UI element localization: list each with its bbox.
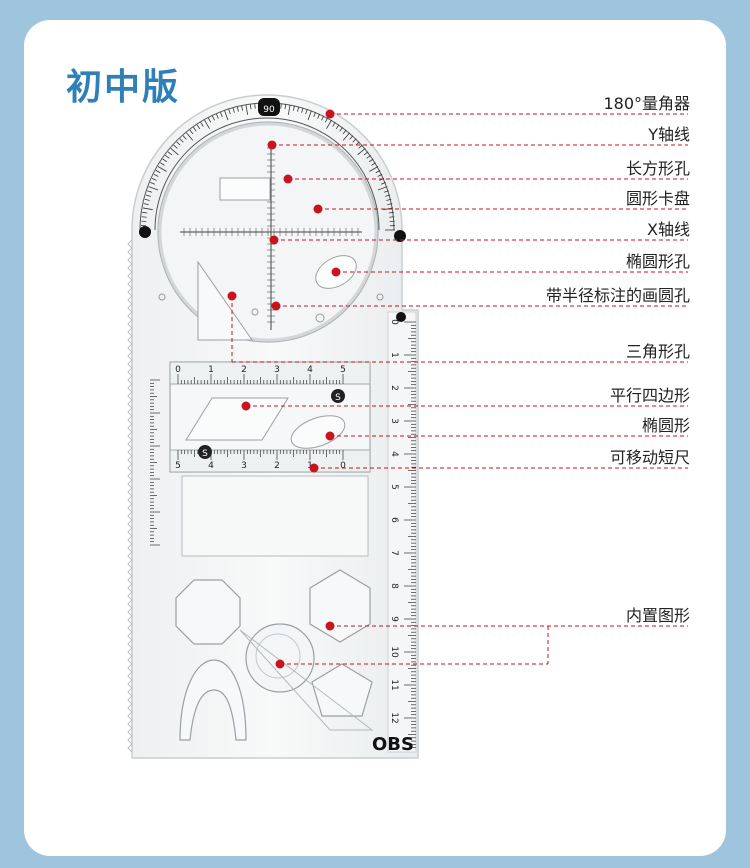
short-ruler-label: 0 bbox=[340, 461, 346, 471]
callout-label: 内置图形 bbox=[625, 606, 690, 625]
page-title: 初中版 bbox=[66, 66, 181, 108]
svg-text:S: S bbox=[335, 393, 341, 403]
ruler-label: 5 bbox=[389, 484, 399, 490]
callout-dot bbox=[275, 659, 285, 669]
short-ruler-label: 3 bbox=[241, 461, 247, 471]
callout-dot bbox=[241, 401, 251, 411]
short-ruler-label: 3 bbox=[274, 365, 280, 375]
svg-text:S: S bbox=[202, 449, 208, 459]
short-ruler-label: 4 bbox=[307, 365, 313, 375]
ruler-label: 3 bbox=[389, 418, 399, 424]
callout-dot bbox=[267, 140, 277, 150]
callout-dot bbox=[313, 204, 323, 214]
callout-dot bbox=[325, 431, 335, 441]
ruler-scale-ticks bbox=[404, 321, 416, 749]
callout-dot bbox=[331, 267, 341, 277]
callout-label: 带半径标注的画圆孔 bbox=[545, 286, 690, 305]
triangle-hole bbox=[197, 260, 253, 341]
callout-label: 圆形卡盘 bbox=[625, 189, 690, 208]
circle-shape bbox=[245, 623, 315, 693]
ruler-label: 10 bbox=[389, 646, 399, 658]
callout-leaders bbox=[227, 109, 688, 669]
svg-text:90: 90 bbox=[263, 105, 275, 115]
short-ruler-label: 5 bbox=[340, 365, 346, 375]
parallelogram-hole bbox=[185, 397, 289, 441]
callout-dot bbox=[269, 235, 279, 245]
short-ruler-label: 5 bbox=[175, 461, 181, 471]
callout-dot bbox=[325, 621, 335, 631]
octagon-shape bbox=[175, 579, 241, 645]
ruler-label: 6 bbox=[389, 517, 399, 523]
callout-dot bbox=[309, 463, 319, 473]
ruler-label: 7 bbox=[389, 550, 399, 556]
short-ruler-label: 1 bbox=[208, 365, 214, 375]
callout-label: 180°量角器 bbox=[603, 94, 690, 113]
sawtooth-edge bbox=[127, 239, 133, 753]
rectangle-hole bbox=[219, 177, 271, 201]
callout-label: 三角形孔 bbox=[625, 342, 690, 361]
callout-label: 可移动短尺 bbox=[609, 448, 690, 467]
callout-label: X轴线 bbox=[647, 220, 690, 239]
callout-label: 长方形孔 bbox=[625, 159, 690, 178]
ruler-label: 8 bbox=[389, 583, 399, 589]
callout-dot bbox=[271, 301, 281, 311]
short-ruler-label: 2 bbox=[241, 365, 247, 375]
ruler-label: 1 bbox=[389, 352, 399, 358]
callout-dot bbox=[227, 291, 237, 301]
callout-label: 椭圆形 bbox=[641, 416, 690, 435]
callout-label: 平行四边形 bbox=[609, 386, 690, 405]
ruler-label: 2 bbox=[389, 385, 399, 391]
callout-dot bbox=[283, 174, 293, 184]
callout-label: Y轴线 bbox=[648, 125, 690, 144]
brand-logo: OBS bbox=[372, 734, 414, 755]
ruler-label: 4 bbox=[389, 451, 399, 457]
pentagon-shape bbox=[311, 663, 373, 717]
callout-label: 椭圆形孔 bbox=[625, 252, 690, 271]
arch-shape bbox=[179, 659, 247, 741]
short-ruler-label: 4 bbox=[208, 461, 214, 471]
protractor-ticks bbox=[141, 103, 395, 231]
hexagon-shape bbox=[309, 569, 371, 643]
short-ruler-label: 0 bbox=[175, 365, 181, 375]
ruler-label: 11 bbox=[389, 679, 399, 690]
short-ruler-label: 2 bbox=[274, 461, 280, 471]
ruler-label: 0 bbox=[389, 319, 399, 325]
ruler-label: 12 bbox=[389, 712, 399, 723]
ruler-label: 9 bbox=[389, 616, 399, 622]
callout-dot bbox=[325, 109, 335, 119]
